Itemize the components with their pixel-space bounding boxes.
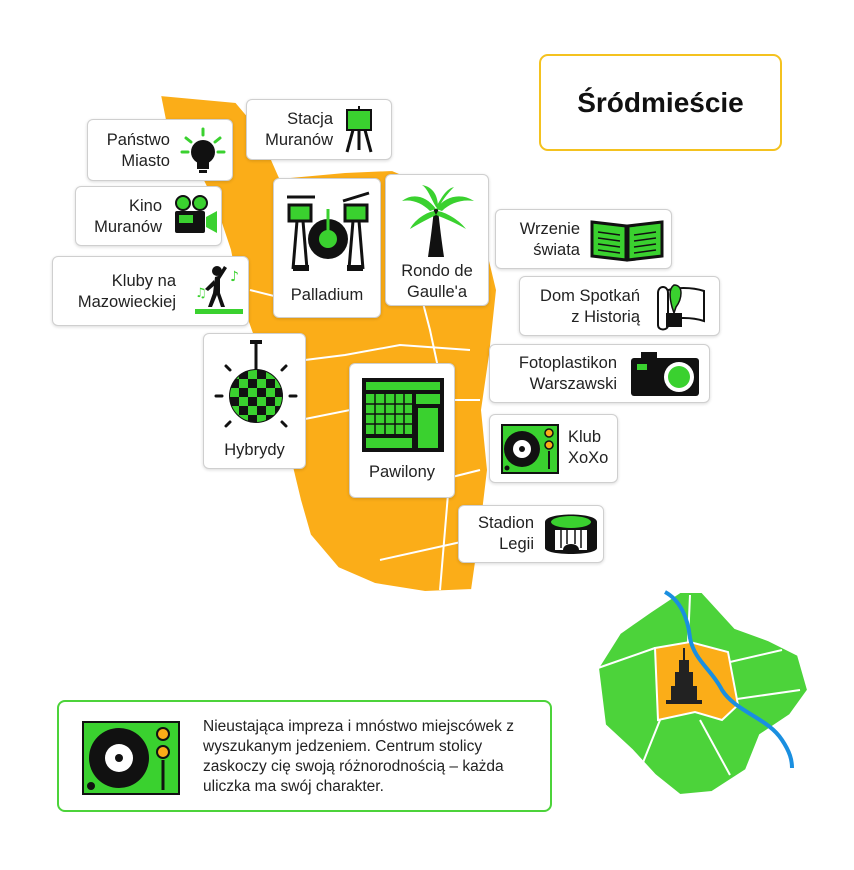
place-label: Hybrydy — [224, 441, 285, 459]
place-card-stadion-legii[interactable]: Stadion Legii — [458, 505, 604, 563]
film-camera-icon — [175, 195, 217, 233]
place-label: Fotoplastikon Warszawski — [518, 354, 617, 393]
place-label: Dom Spotkań z Historią — [540, 287, 640, 326]
place-label: Rondo de Gaulle'a — [401, 262, 473, 301]
place-card-fotoplastikon[interactable]: Fotoplastikon Warszawski — [489, 344, 710, 403]
pavilion-icon — [362, 378, 444, 452]
stadium-icon — [545, 514, 597, 554]
turntable-icon — [82, 721, 180, 795]
place-label: Palladium — [290, 286, 364, 304]
description-text: Nieustająca impreza i mnóstwo miejscówek… — [203, 718, 514, 795]
drum-kit-icon — [287, 191, 370, 271]
dancer-icon: ♪ ♫ — [195, 266, 243, 314]
lightbulb-icon — [180, 127, 226, 173]
place-label: Państwo Miasto — [106, 131, 170, 170]
place-card-palladium[interactable]: Palladium — [273, 178, 381, 318]
place-card-klub-xoxo[interactable]: Klub XoXo — [489, 414, 618, 483]
vistula-river — [663, 590, 794, 769]
place-card-rondo-de-gaullea[interactable]: Rondo de Gaulle'a — [385, 174, 489, 306]
place-label: Wrzenie świata — [519, 220, 580, 259]
disco-ball-icon — [214, 340, 298, 428]
place-card-pawilony[interactable]: Pawilony — [349, 363, 455, 498]
photo-camera-icon — [631, 352, 699, 396]
palm-tree-icon — [402, 185, 474, 257]
svg-text:♫: ♫ — [195, 286, 207, 301]
place-card-stacja-muranow[interactable]: Stacja Muranów — [246, 99, 392, 160]
place-label: Stadion Legii — [478, 514, 534, 553]
place-card-panstwo-miasto[interactable]: Państwo Miasto — [87, 119, 233, 181]
place-label: Kino Muranów — [94, 197, 162, 236]
easel-icon — [345, 106, 373, 153]
description-panel: Nieustająca impreza i mnóstwo miejscówek… — [57, 700, 552, 812]
place-card-dom-spotkan[interactable]: Dom Spotkań z Historią — [519, 276, 720, 336]
place-card-wrzenie-swiata[interactable]: Wrzenie świata — [495, 209, 672, 269]
scroll-quill-icon — [657, 284, 705, 331]
warsaw-minimap — [596, 590, 810, 797]
place-label: Klub XoXo — [568, 428, 609, 467]
place-label: Stacja Muranów — [265, 110, 333, 149]
place-card-kino-muranow[interactable]: Kino Muranów — [75, 186, 222, 246]
palace-of-culture-icon — [666, 648, 702, 704]
open-book-icon — [590, 220, 664, 262]
turntable-icon — [501, 424, 559, 474]
svg-text:♪: ♪ — [230, 269, 239, 285]
place-card-hybrydy[interactable]: Hybrydy — [203, 333, 306, 469]
place-card-kluby-na-mazowieckiej[interactable]: Kluby na Mazowieckiej ♪ ♫ — [52, 256, 249, 326]
district-title: Śródmieście — [539, 54, 782, 151]
place-label: Pawilony — [368, 463, 436, 481]
place-label: Kluby na Mazowieckiej — [77, 272, 176, 311]
